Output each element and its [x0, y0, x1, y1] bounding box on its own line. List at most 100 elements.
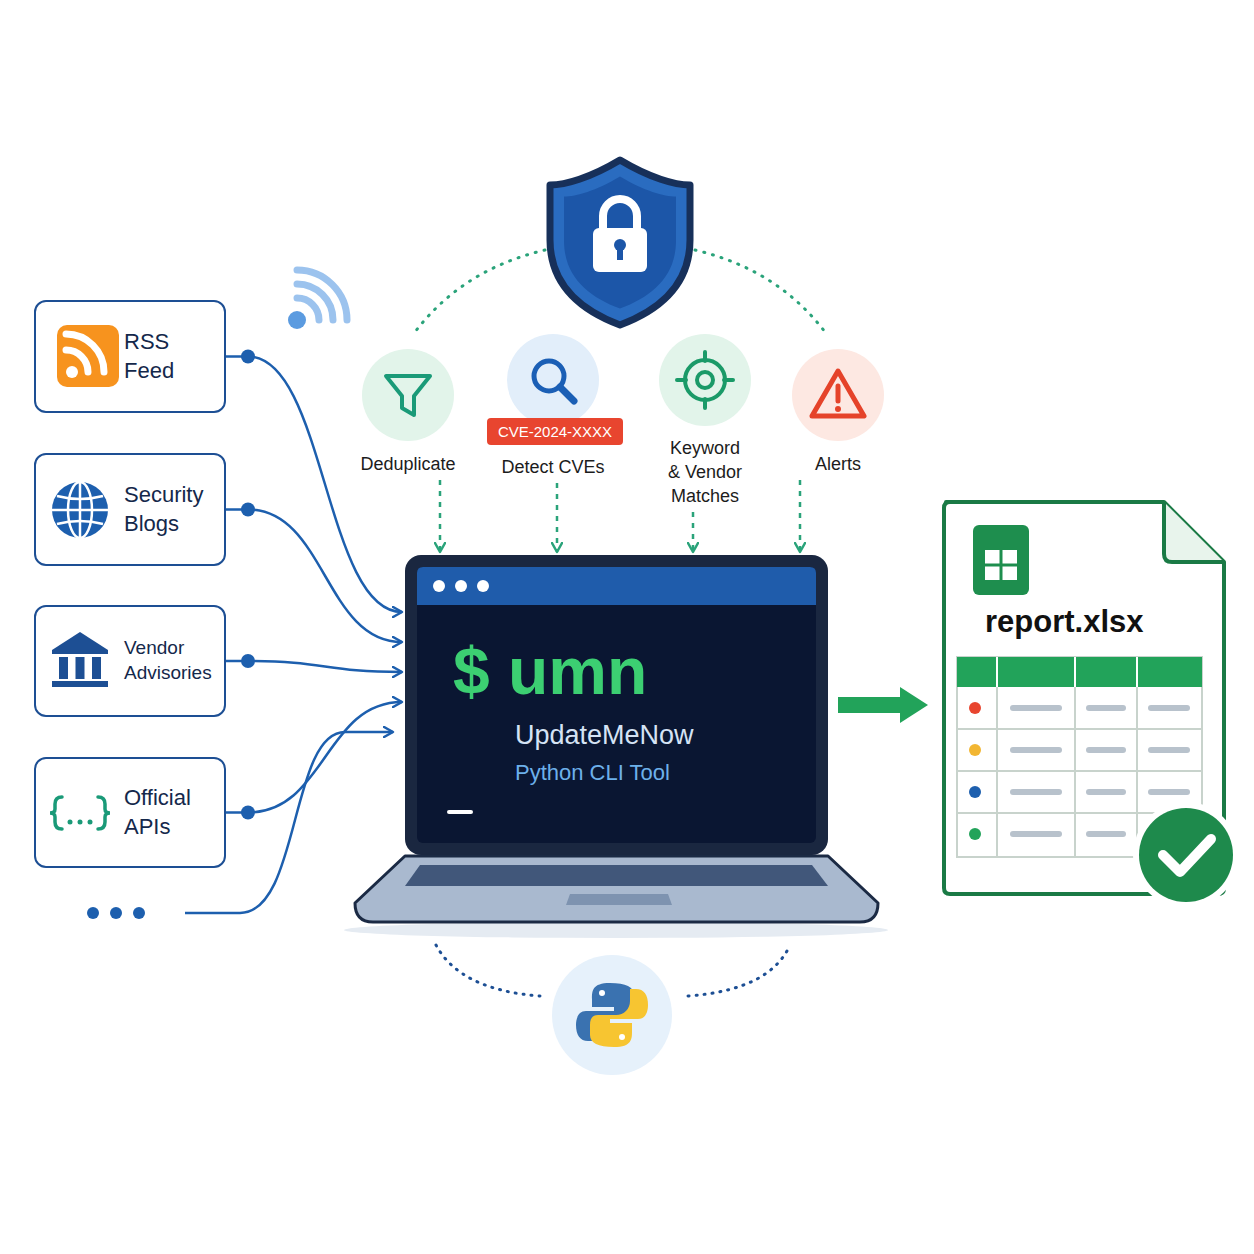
shield-icon [564, 177, 676, 309]
source-label: Vendor Advisories [124, 636, 216, 685]
spreadsheet-document [1148, 705, 1190, 711]
bank-icon [52, 681, 108, 687]
spreadsheet-document [985, 564, 1017, 567]
spreadsheet-document [1010, 831, 1062, 837]
rss-icon [66, 366, 78, 378]
more-dots [133, 907, 145, 919]
spreadsheet-document [1086, 789, 1126, 795]
connector-dot [241, 503, 255, 517]
dotted-arc [688, 945, 790, 996]
terminal-line: Python CLI Tool [515, 759, 694, 787]
api-icon [68, 820, 73, 825]
dotted-arc [412, 250, 545, 336]
wifi-icon [288, 270, 347, 329]
spreadsheet-document [1148, 789, 1190, 795]
step-icon [386, 376, 430, 415]
spreadsheet-document [1163, 839, 1211, 872]
spreadsheet-document [969, 828, 981, 840]
bank-icon [52, 632, 108, 687]
bank-icon [52, 650, 108, 654]
python-logo [599, 990, 605, 996]
shield-icon [564, 177, 676, 309]
shield-icon [603, 199, 637, 232]
bank-icon [76, 657, 85, 679]
cve-id: CVE-2024-XXXX [498, 423, 612, 440]
step-icon [836, 386, 841, 401]
spreadsheet-document [1133, 802, 1239, 908]
laptop-lid [417, 567, 816, 605]
globe-icon [52, 482, 108, 538]
step-icon [792, 349, 884, 441]
step-icon [338, 348, 478, 458]
step-circle: CVE-2024-XXXX Detect CVEs [483, 330, 623, 479]
step-icon [724, 378, 733, 382]
spreadsheet-document [940, 498, 1228, 898]
step-icon [835, 406, 841, 412]
terminal-text: $ umnUpdateMeNowPython CLI Tool [453, 635, 694, 787]
api-icon [88, 820, 93, 825]
terminal-line: UpdateMeNow [515, 719, 694, 751]
spreadsheet-document [969, 702, 981, 714]
python-logo [619, 1034, 625, 1040]
step-icon [697, 372, 713, 388]
laptop-base [355, 856, 878, 922]
step-icon [703, 399, 707, 408]
spreadsheet-document [1139, 808, 1233, 902]
wifi-icon [297, 270, 347, 320]
cve-badge: CVE-2024-XXXX [487, 418, 623, 445]
bank-icon [92, 657, 101, 679]
step-icon [507, 334, 599, 426]
step-icon [386, 376, 430, 415]
connector [692, 512, 695, 552]
step-icon [534, 361, 574, 401]
connector-dot [241, 806, 255, 820]
rss-icon [66, 350, 88, 372]
more-dots [110, 907, 122, 919]
step-icon [812, 371, 864, 416]
globe-icon [57, 521, 103, 524]
source-label: Security Blogs [124, 481, 216, 538]
connector-dot [241, 350, 255, 364]
step-icon [659, 334, 751, 426]
source-box: Official APIs [34, 757, 226, 868]
step-label: Detect CVEs [501, 455, 604, 479]
wifi-icon [288, 311, 306, 329]
python-logo [590, 989, 648, 1047]
spreadsheet-document [957, 770, 1202, 772]
connector [439, 480, 442, 552]
spreadsheet-document [1148, 747, 1190, 753]
laptop-lid [447, 810, 473, 814]
laptop-lid [405, 555, 828, 855]
spreadsheet-document [973, 525, 1029, 595]
wifi-icon [297, 270, 347, 320]
report-document: report.xlsx [940, 498, 1238, 898]
spreadsheet-document [985, 550, 1017, 580]
globe-icon [52, 482, 108, 538]
laptop-lid [455, 580, 467, 592]
api-icon [98, 797, 110, 829]
step-icon [768, 348, 908, 458]
laptop-base [344, 922, 888, 938]
spreadsheet-document [969, 744, 981, 756]
python-logo [590, 989, 648, 1047]
laptop-base [405, 865, 828, 886]
connector-dot [241, 654, 255, 668]
terminal-line: $ umn [453, 635, 694, 707]
file-name: report.xlsx [985, 602, 1238, 642]
source-box: RSS Feed [34, 300, 226, 413]
more-dots [87, 907, 99, 919]
laptop-base [344, 856, 888, 938]
shield-icon [593, 228, 647, 272]
step-icon [685, 360, 725, 400]
bank-icon [52, 632, 108, 650]
step-icon [703, 352, 707, 361]
shield-icon [550, 160, 690, 325]
step-circle: Keyword & Vendor Matches [635, 333, 775, 508]
laptop-screen: $ umnUpdateMeNowPython CLI Tool [405, 555, 828, 855]
step-label: Keyword & Vendor Matches [662, 436, 748, 508]
rss-icon [57, 325, 119, 387]
spreadsheet-document [1086, 705, 1126, 711]
bank-icon [59, 657, 68, 679]
dotted-arc [695, 250, 828, 336]
step-icon [677, 378, 686, 382]
